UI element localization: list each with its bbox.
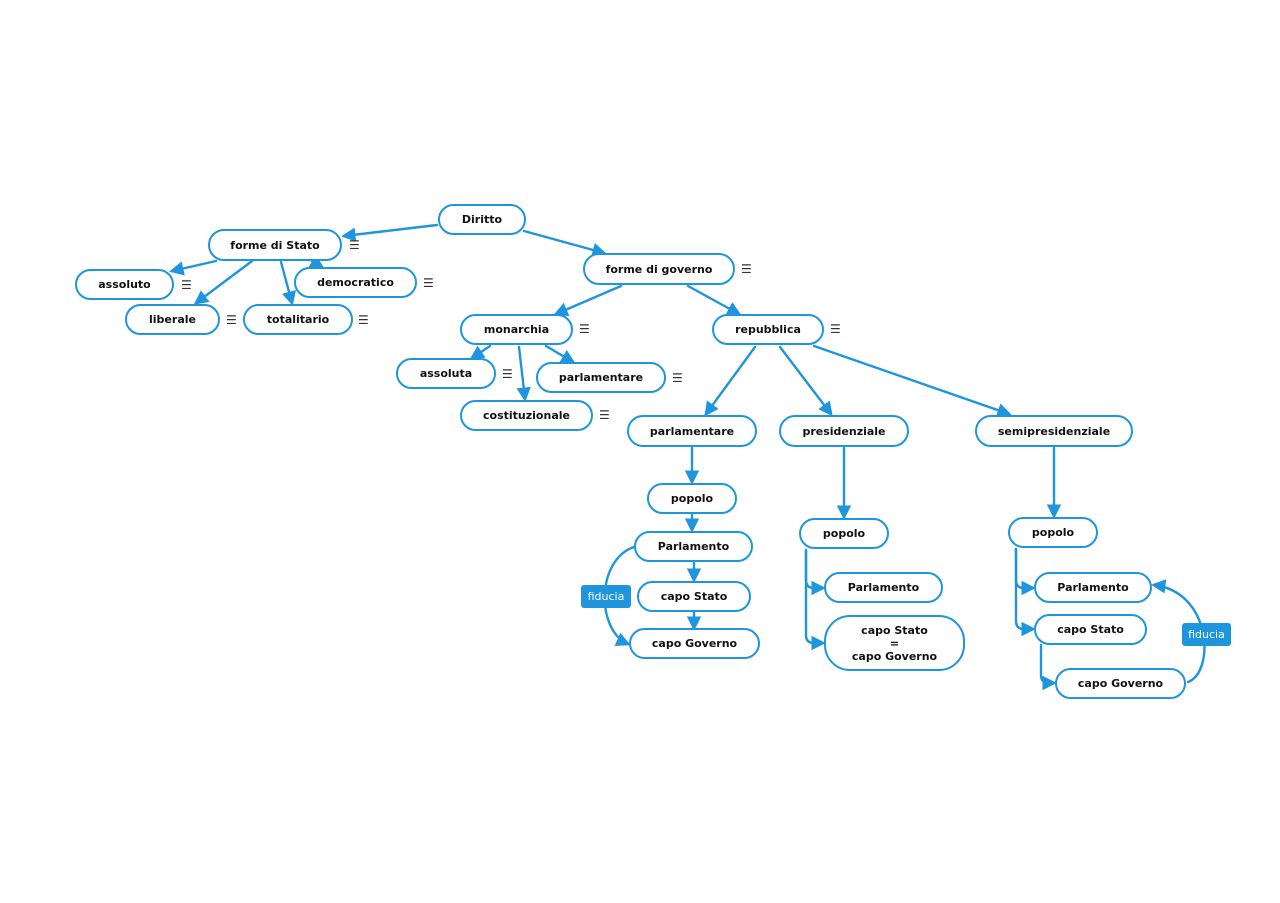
node-parlamentare-repubblica[interactable]: parlamentare <box>627 415 757 447</box>
edge-popolo-capostato-3 <box>1014 547 1036 637</box>
edge-repubblica-parlamentare <box>704 345 757 417</box>
node-assoluta[interactable]: assoluta <box>396 358 496 389</box>
edge-governo-repubblica <box>686 284 742 316</box>
edge-stato-totalitario <box>279 260 296 306</box>
node-presidenziale[interactable]: presidenziale <box>779 415 909 447</box>
node-parlamentare-monarchia[interactable]: parlamentare <box>536 362 666 393</box>
node-semipresidenziale[interactable]: semipresidenziale <box>975 415 1133 447</box>
menu-icon[interactable]: ☰ <box>579 322 590 336</box>
node-capo-stato-parlamentare[interactable]: capo Stato <box>637 581 751 612</box>
edge-diritto-forme-stato <box>341 223 439 242</box>
edge-stato-assoluto <box>169 259 218 276</box>
node-capo-governo-parlamentare[interactable]: capo Governo <box>629 628 760 659</box>
menu-icon[interactable]: ☰ <box>502 367 513 381</box>
node-popolo-presidenziale[interactable]: popolo <box>799 518 889 549</box>
edge-stato-democratico <box>308 254 325 269</box>
menu-icon[interactable]: ☰ <box>358 313 369 327</box>
node-parlamento-semipresidenziale[interactable]: Parlamento <box>1034 572 1152 603</box>
node-repubblica[interactable]: repubblica <box>712 314 824 345</box>
menu-icon[interactable]: ☰ <box>423 276 434 290</box>
node-assoluto[interactable]: assoluto <box>75 269 174 300</box>
menu-icon[interactable]: ☰ <box>741 262 752 276</box>
node-costituzionale[interactable]: costituzionale <box>460 400 593 431</box>
node-popolo-semipresidenziale[interactable]: popolo <box>1008 517 1098 548</box>
edge-repubblica-presidenziale <box>778 345 833 417</box>
edge-monarchia-assoluta <box>469 344 492 360</box>
edge-monarchia-costituzionale <box>516 345 531 402</box>
edge-popolo-parlamento-2 <box>804 548 826 596</box>
node-popolo-parlamentare[interactable]: popolo <box>647 483 737 514</box>
edge-capostato-capogoverno-3 <box>1039 643 1057 691</box>
menu-icon[interactable]: ☰ <box>226 313 237 327</box>
node-monarchia[interactable]: monarchia <box>460 314 573 345</box>
menu-icon[interactable]: ☰ <box>672 371 683 385</box>
node-parlamento-parlamentare[interactable]: Parlamento <box>634 531 753 562</box>
edge-monarchia-parlamentare <box>544 344 576 364</box>
edge-popolo-parlamento-3 <box>1014 547 1036 596</box>
node-capo-stato-capo-governo[interactable]: capo Stato = capo Governo <box>824 615 965 671</box>
node-liberale[interactable]: liberale <box>125 304 220 335</box>
edge-stato-liberale <box>193 259 254 305</box>
node-totalitario[interactable]: totalitario <box>243 304 353 335</box>
node-capo-governo-semipresidenziale[interactable]: capo Governo <box>1055 668 1186 699</box>
menu-icon[interactable]: ☰ <box>349 238 360 252</box>
fiducia-label: fiducia <box>581 585 631 608</box>
menu-icon[interactable]: ☰ <box>830 322 841 336</box>
node-capo-stato-semipresidenziale[interactable]: capo Stato <box>1034 614 1147 645</box>
edge-governo-monarchia <box>553 284 623 317</box>
node-democratico[interactable]: democratico <box>294 267 417 298</box>
menu-icon[interactable]: ☰ <box>599 408 610 422</box>
edge-popolo-capostato-2 <box>804 548 826 651</box>
fiducia-label: fiducia <box>1182 623 1231 646</box>
menu-icon[interactable]: ☰ <box>181 278 192 292</box>
node-forme-di-stato[interactable]: forme di Stato <box>208 229 342 261</box>
node-forme-di-governo[interactable]: forme di governo <box>583 253 735 285</box>
edge-diritto-forme-governo <box>522 229 607 257</box>
node-parlamento-presidenziale[interactable]: Parlamento <box>824 572 943 603</box>
edge-repubblica-semipresidenziale <box>812 344 1012 418</box>
node-diritto[interactable]: Diritto <box>438 204 526 235</box>
